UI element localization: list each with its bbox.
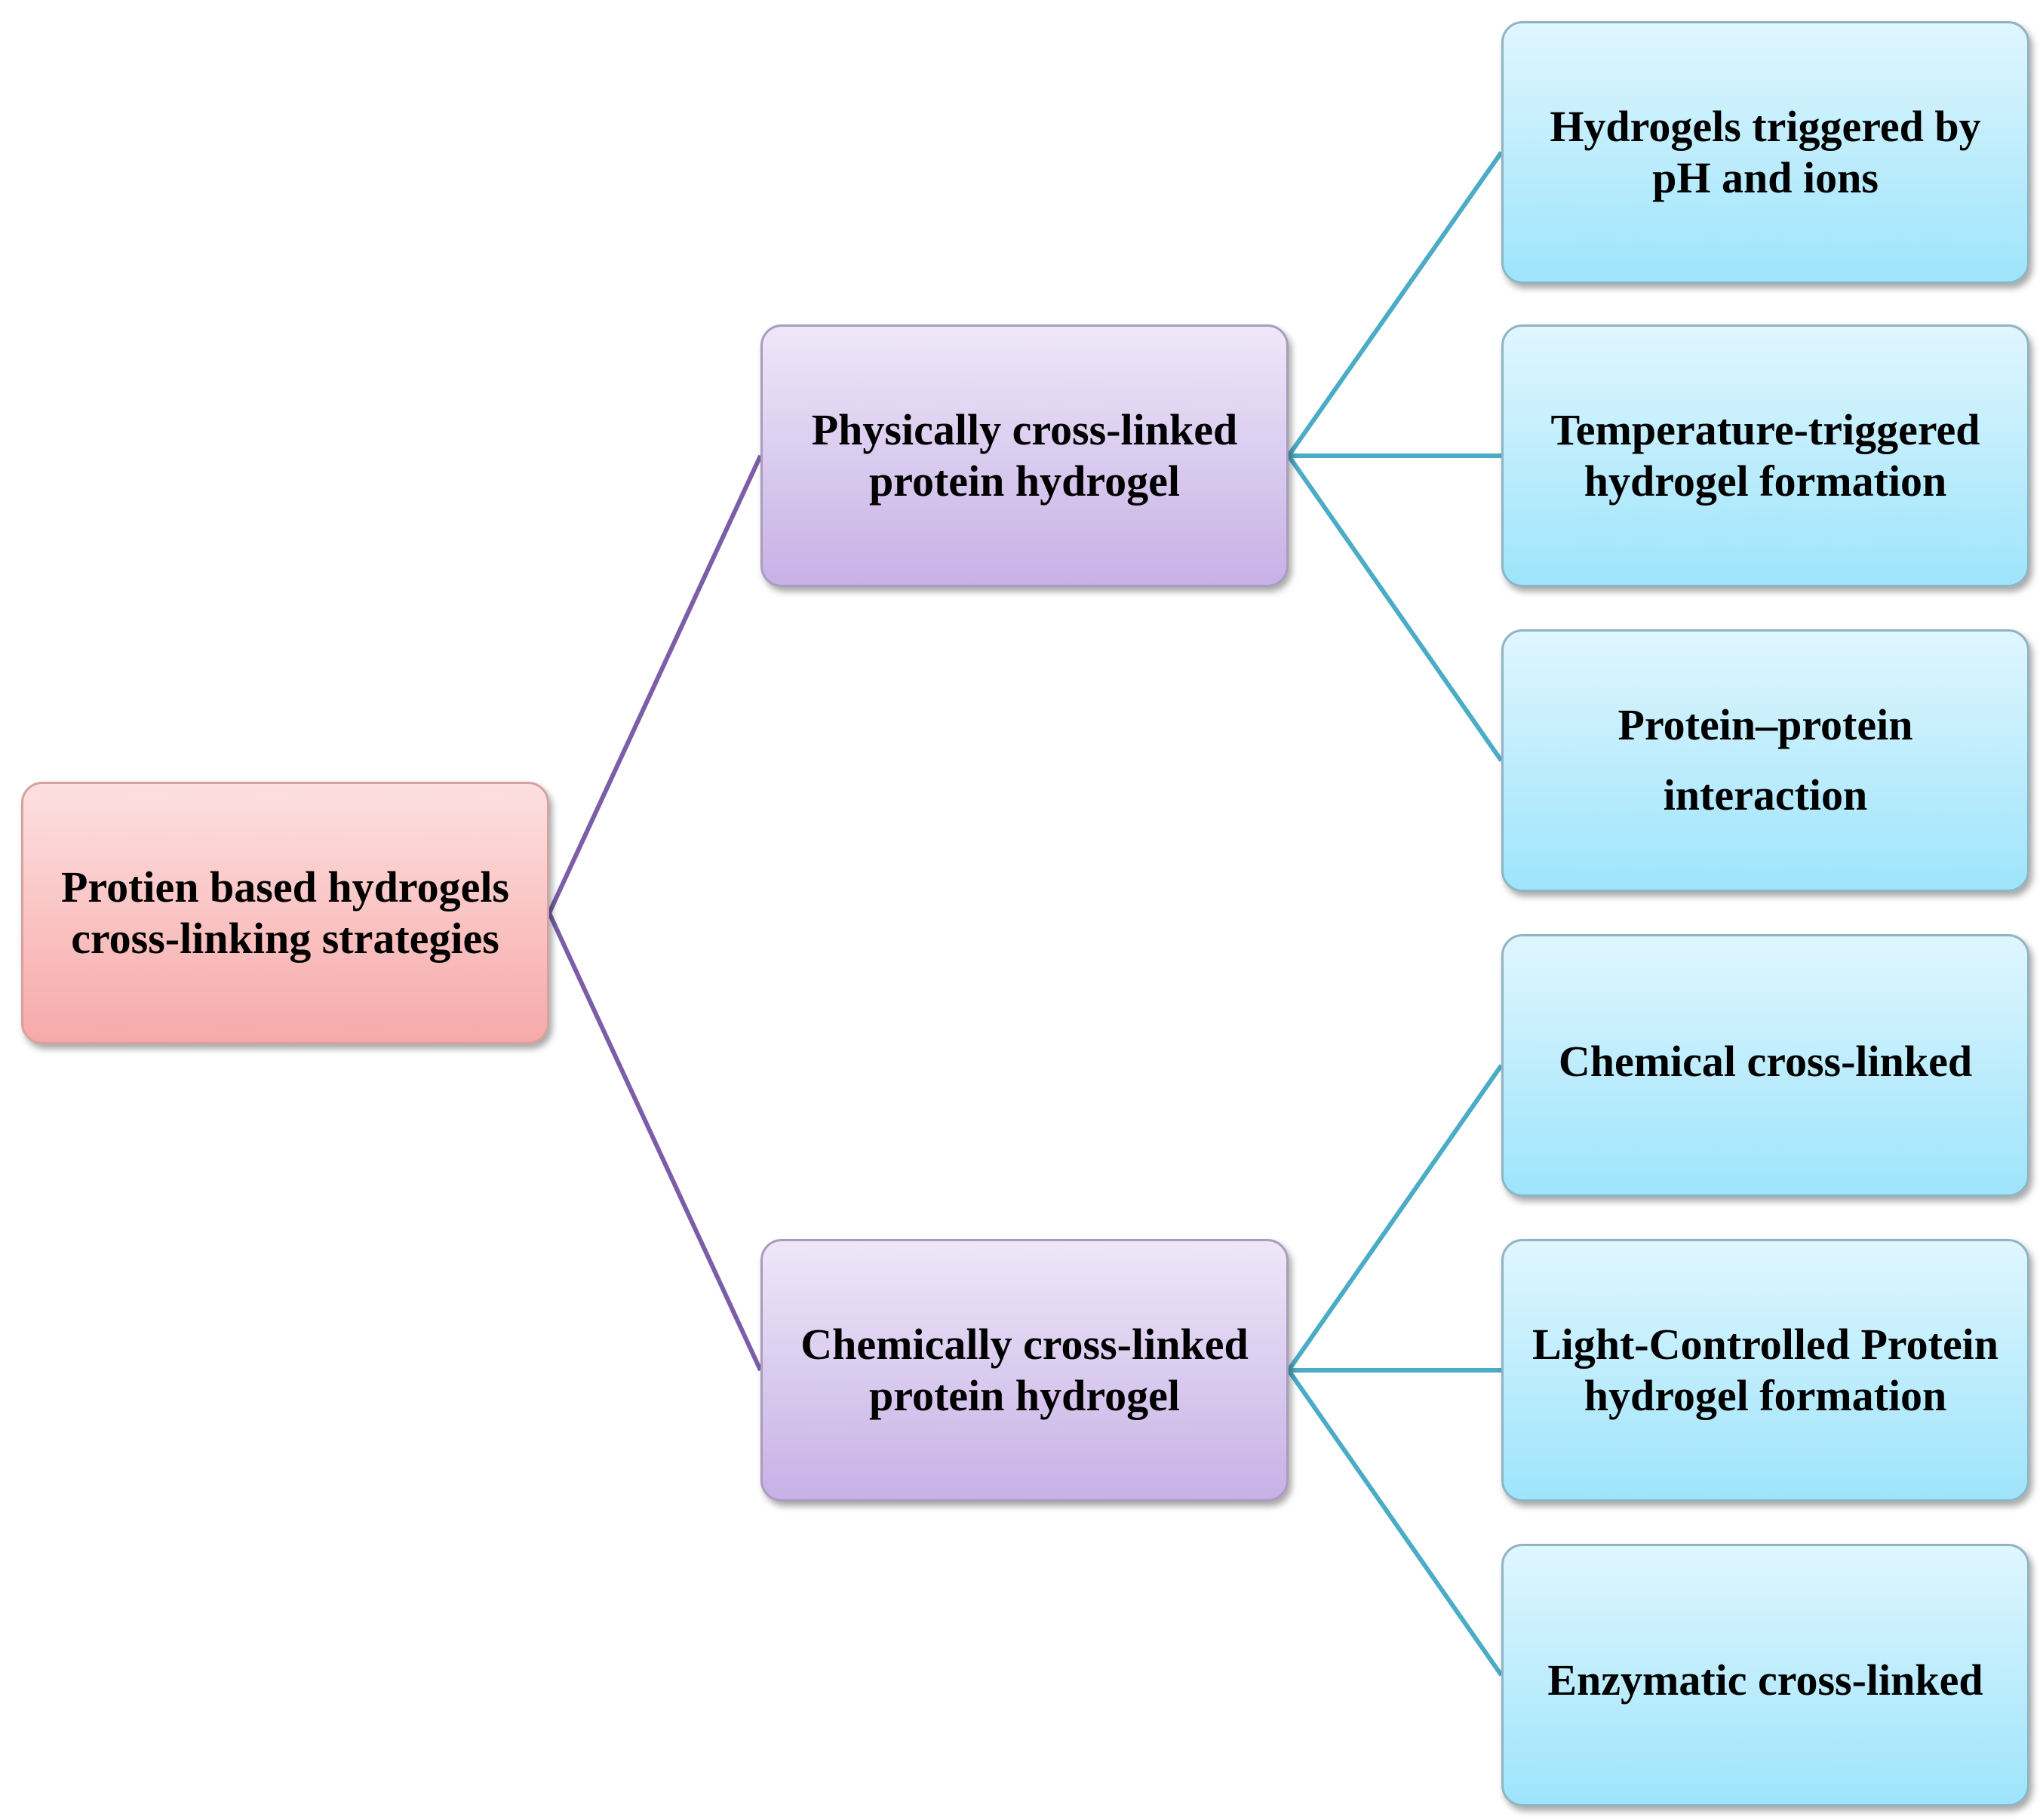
temperature-triggered-label: Temperature-triggered hydrogel formation (1550, 404, 1980, 506)
ph-ions-node: Hydrogels triggered by pH and ions (1501, 21, 2029, 284)
chemically-crosslinked-label: Chemically cross-linked protein hydrogel (800, 1319, 1249, 1420)
light-controlled-label: Light-Controlled Protein hydrogel format… (1531, 1319, 1999, 1420)
light-controlled-node: Light-Controlled Protein hydrogel format… (1501, 1239, 2029, 1502)
root-node: Protien based hydrogels cross-linking st… (21, 782, 549, 1044)
chemical-crosslinked-label: Chemical cross-linked (1558, 1037, 1973, 1086)
connector-physical-to-ph (1286, 151, 1504, 457)
enzymatic-crosslinked-node: Enzymatic cross-linked (1501, 1544, 2029, 1806)
connector-root-to-chemical (547, 912, 763, 1372)
chemically-crosslinked-node: Chemically cross-linked protein hydrogel (760, 1239, 1289, 1502)
connector-chemical-to-enzymatic (1286, 1369, 1504, 1677)
connector-chemical-to-chemical-crosslinked (1286, 1064, 1504, 1372)
physically-crosslinked-label: Physically cross-linked protein hydrogel (811, 404, 1238, 506)
chemical-crosslinked-node: Chemical cross-linked (1501, 934, 2029, 1197)
temperature-triggered-node: Temperature-triggered hydrogel formation (1501, 324, 2029, 587)
protein-interaction-node: Protein–protein interaction (1501, 629, 2029, 892)
connector-physical-to-protein-interaction (1286, 454, 1504, 762)
physically-crosslinked-node: Physically cross-linked protein hydrogel (760, 324, 1289, 587)
ph-ions-label: Hydrogels triggered by pH and ions (1550, 101, 1981, 202)
protein-interaction-label: Protein–protein interaction (1618, 700, 1913, 819)
root-node-label: Protien based hydrogels cross-linking st… (60, 862, 510, 963)
connector-root-to-physical (547, 454, 763, 915)
enzymatic-crosslinked-label: Enzymatic cross-linked (1547, 1655, 1983, 1705)
